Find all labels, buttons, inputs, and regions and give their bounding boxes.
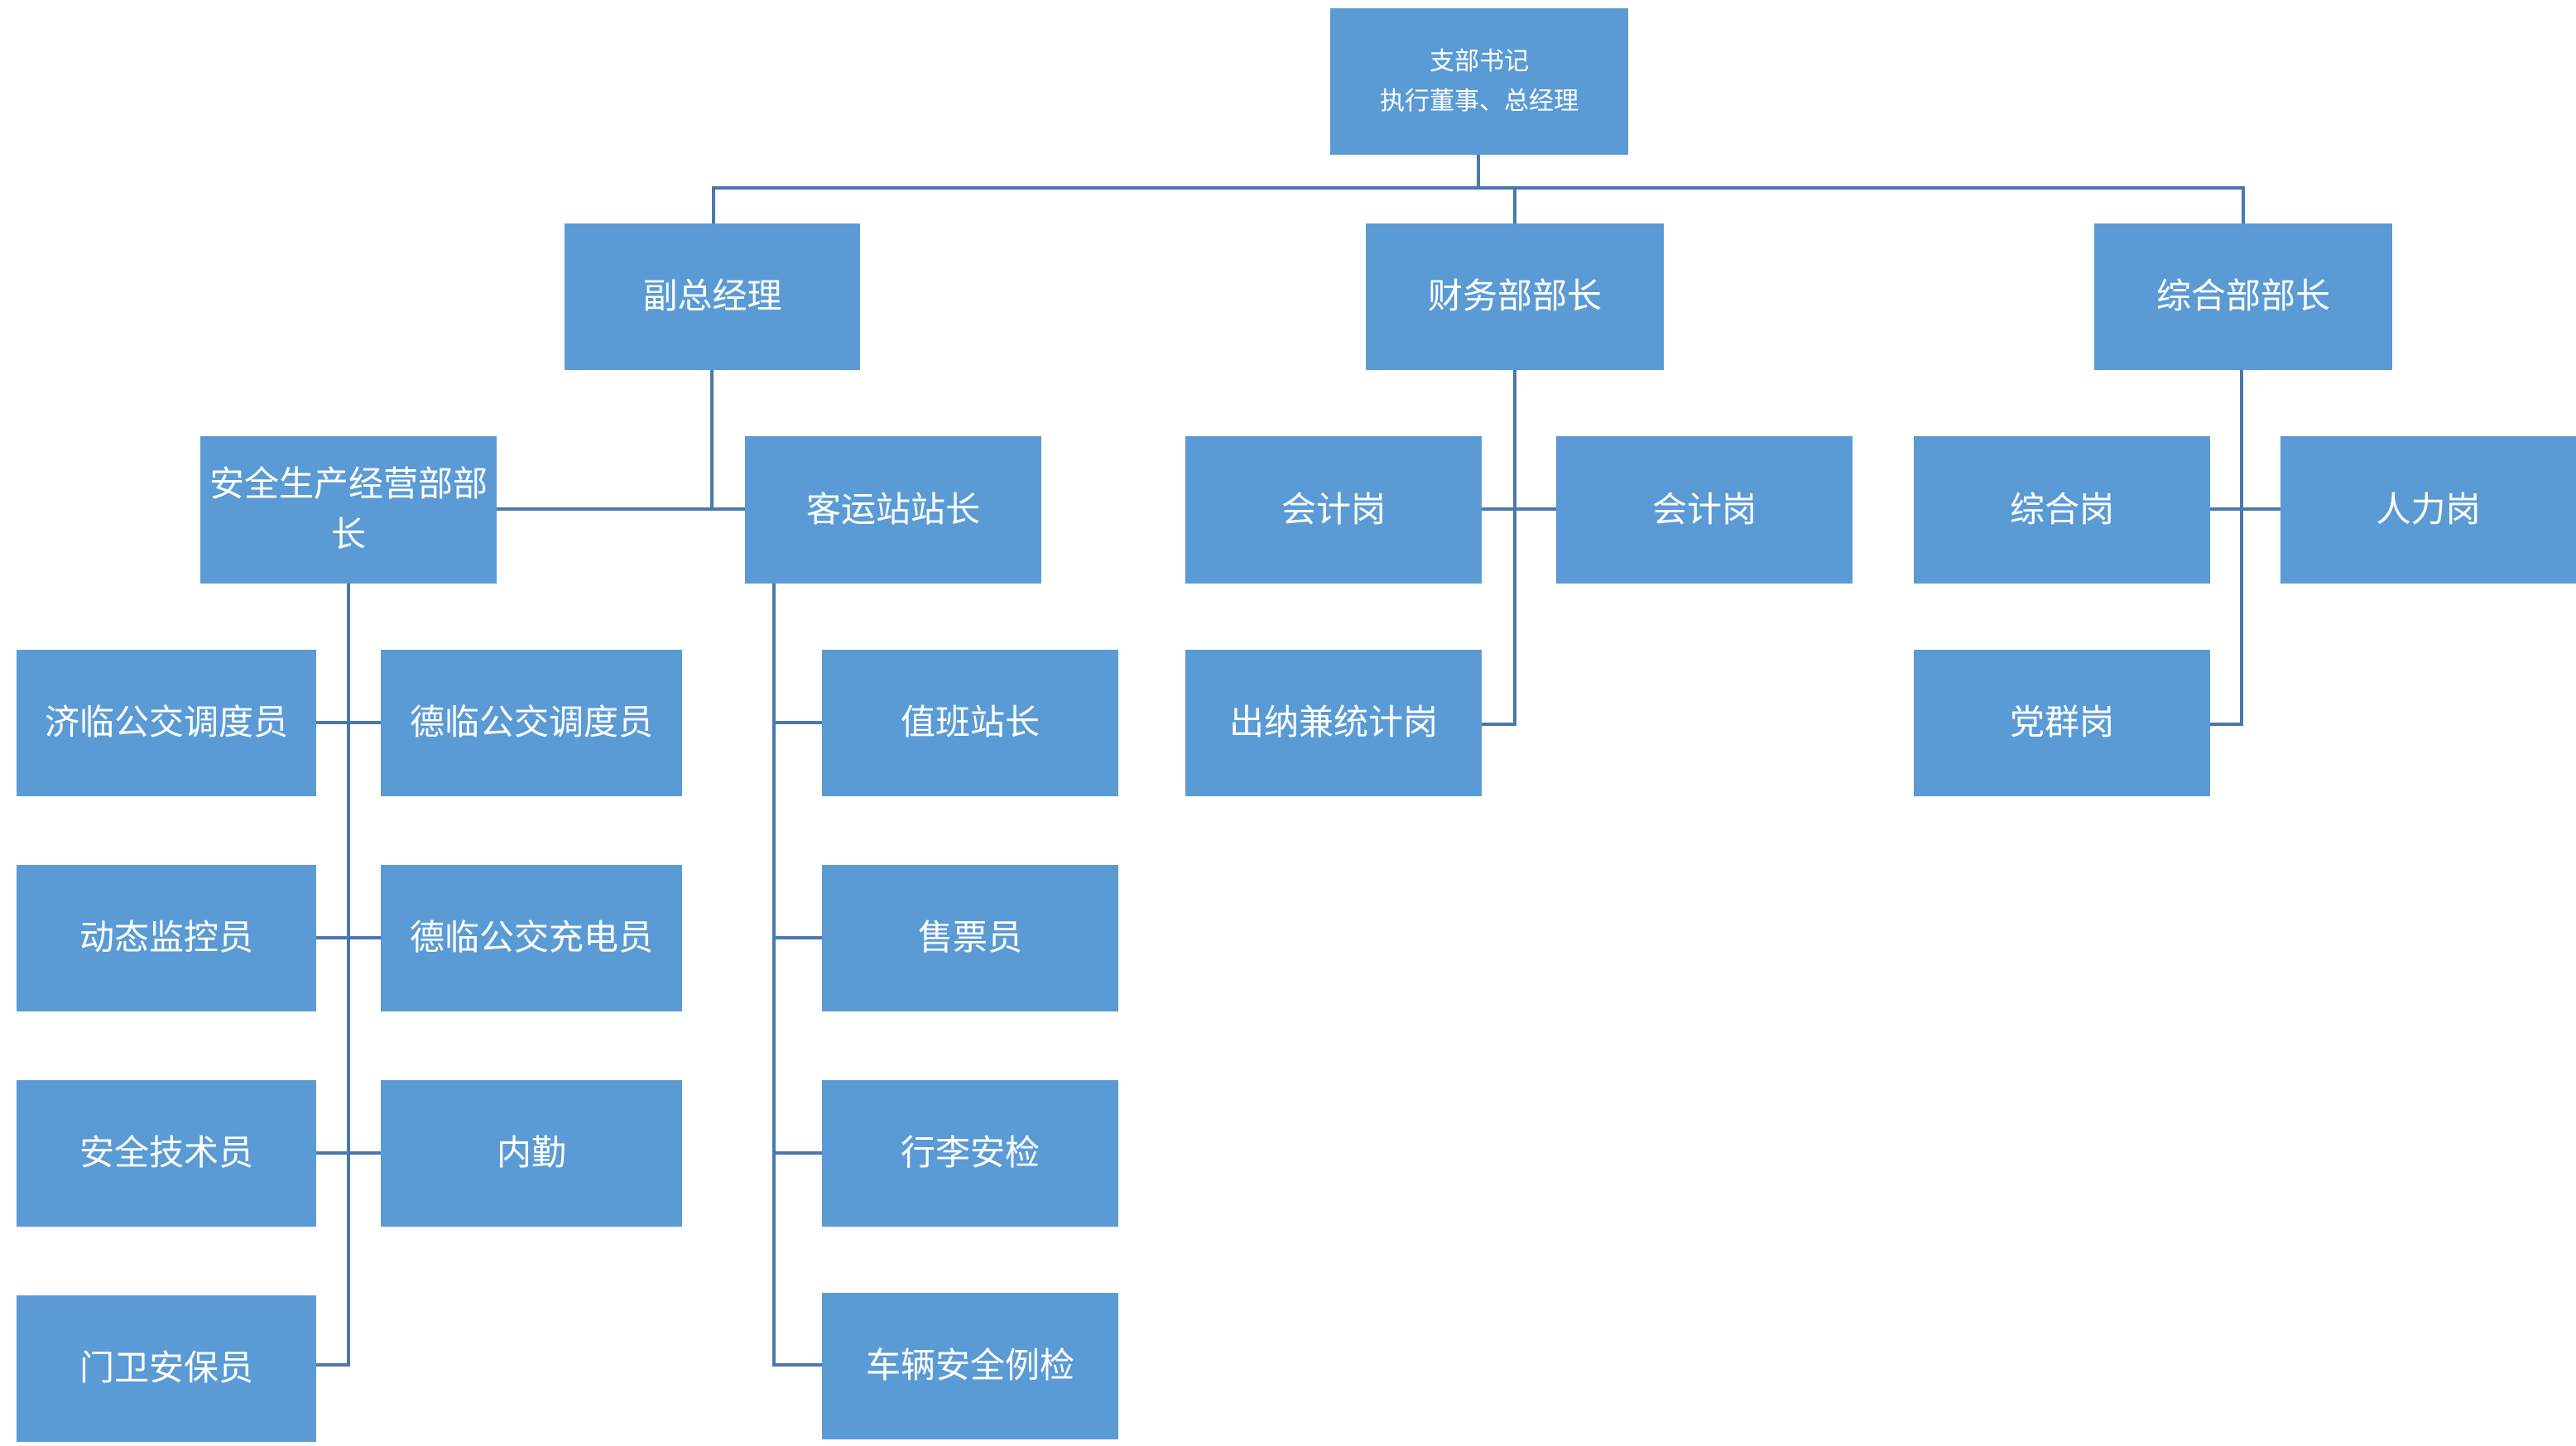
node-label: 安全技术员: [79, 1133, 253, 1173]
connector-ticket-seller-elbow: [774, 936, 822, 939]
node-label: 济临公交调度员: [44, 703, 288, 742]
org-node-duty-station-master[interactable]: 值班站长: [822, 650, 1118, 796]
connector-finance-drop: [1513, 370, 1516, 726]
org-node-hr-post[interactable]: 人力岗: [2280, 436, 2576, 584]
org-node-ticket-seller[interactable]: 售票员: [822, 865, 1118, 1011]
org-node-cashier-statistician[interactable]: 出纳兼统计岗: [1185, 650, 1482, 796]
node-label: 财务部部长: [1427, 276, 1602, 316]
org-node-deputy-gm[interactable]: 副总经理: [565, 223, 860, 370]
connector-duty-master-elbow: [774, 721, 822, 724]
connector-general-stub: [2242, 186, 2245, 223]
connector-safety-station-bridge: [497, 507, 745, 511]
node-label: 党群岗: [2009, 703, 2114, 742]
node-label: 德临公交充电员: [409, 918, 653, 958]
connector-party-elbow: [2210, 723, 2243, 726]
node-label: 值班站长: [900, 703, 1040, 742]
connector-technician-clerk-bridge: [316, 1151, 381, 1155]
org-node-safety-production-dept-head[interactable]: 安全生产经营部部长: [200, 436, 497, 584]
org-node-office-clerk[interactable]: 内勤: [381, 1080, 682, 1227]
org-node-passenger-station-master[interactable]: 客运站站长: [745, 436, 1041, 584]
node-label: 出纳兼统计岗: [1228, 703, 1438, 742]
node-label: 安全生产经营部部长: [209, 464, 488, 554]
connector-vehicle-inspection-elbow: [774, 1363, 822, 1367]
connector-cashier-elbow: [1482, 723, 1516, 726]
node-label: 行李安检: [900, 1133, 1040, 1173]
node-label: 客运站站长: [805, 489, 980, 529]
node-label: 会计岗: [1281, 489, 1386, 529]
org-node-dynamic-monitor[interactable]: 动态监控员: [17, 865, 316, 1011]
org-node-safety-technician[interactable]: 安全技术员: [17, 1080, 316, 1227]
connector-safety-branch-drop: [347, 584, 350, 1367]
org-node-general-dept-head[interactable]: 综合部部长: [2094, 223, 2392, 370]
org-node-delin-bus-dispatcher[interactable]: 德临公交调度员: [381, 650, 682, 796]
connector-general-hr-bridge: [2210, 507, 2280, 511]
org-node-luggage-security-check[interactable]: 行李安检: [822, 1080, 1118, 1227]
org-node-delin-bus-charger[interactable]: 德临公交充电员: [381, 865, 682, 1011]
org-node-finance-dept-head[interactable]: 财务部部长: [1366, 223, 1664, 370]
connector-deputy-gm-drop: [710, 370, 714, 511]
node-label: 会计岗: [1651, 489, 1757, 529]
node-label: 人力岗: [2376, 489, 2481, 529]
org-node-party-mass-post[interactable]: 党群岗: [1914, 650, 2210, 796]
org-node-vehicle-safety-inspection[interactable]: 车辆安全例检: [822, 1293, 1118, 1439]
connector-deputy-gm-stub: [712, 186, 715, 223]
org-node-jilin-bus-dispatcher[interactable]: 济临公交调度员: [17, 650, 316, 796]
node-label: 售票员: [917, 918, 1022, 958]
connector-general-drop: [2240, 370, 2243, 726]
connector-luggage-check-elbow: [774, 1151, 822, 1155]
node-label: 支部书记: [1430, 47, 1529, 75]
org-node-accountant-2[interactable]: 会计岗: [1556, 436, 1853, 584]
connector-finance-stub: [1513, 186, 1516, 223]
node-sublabel: 执行董事、总经理: [1380, 87, 1579, 115]
node-label: 综合部部长: [2155, 276, 2330, 316]
node-label: 动态监控员: [79, 918, 253, 958]
connector-dispatchers-bridge: [316, 721, 381, 724]
org-node-accountant-1[interactable]: 会计岗: [1185, 436, 1482, 584]
node-label: 德临公交调度员: [409, 703, 653, 742]
node-label: 综合岗: [2009, 489, 2114, 529]
org-node-general-post[interactable]: 综合岗: [1914, 436, 2210, 584]
connector-monitor-charger-bridge: [316, 936, 381, 939]
node-label: 内勤: [496, 1133, 566, 1173]
connector-accountants-bridge: [1482, 507, 1556, 511]
org-node-gate-security-guard[interactable]: 门卫安保员: [17, 1295, 316, 1442]
connector-station-branch-drop: [772, 584, 776, 1367]
node-label: 副总经理: [642, 276, 782, 316]
connector-root-stub: [1477, 155, 1480, 189]
connector-level2-rail: [712, 186, 2245, 190]
connector-gate-guard-elbow: [316, 1363, 350, 1367]
node-label: 门卫安保员: [79, 1348, 253, 1388]
node-label: 车辆安全例检: [865, 1346, 1074, 1386]
org-node-branch-secretary[interactable]: 支部书记 执行董事、总经理: [1330, 8, 1628, 155]
